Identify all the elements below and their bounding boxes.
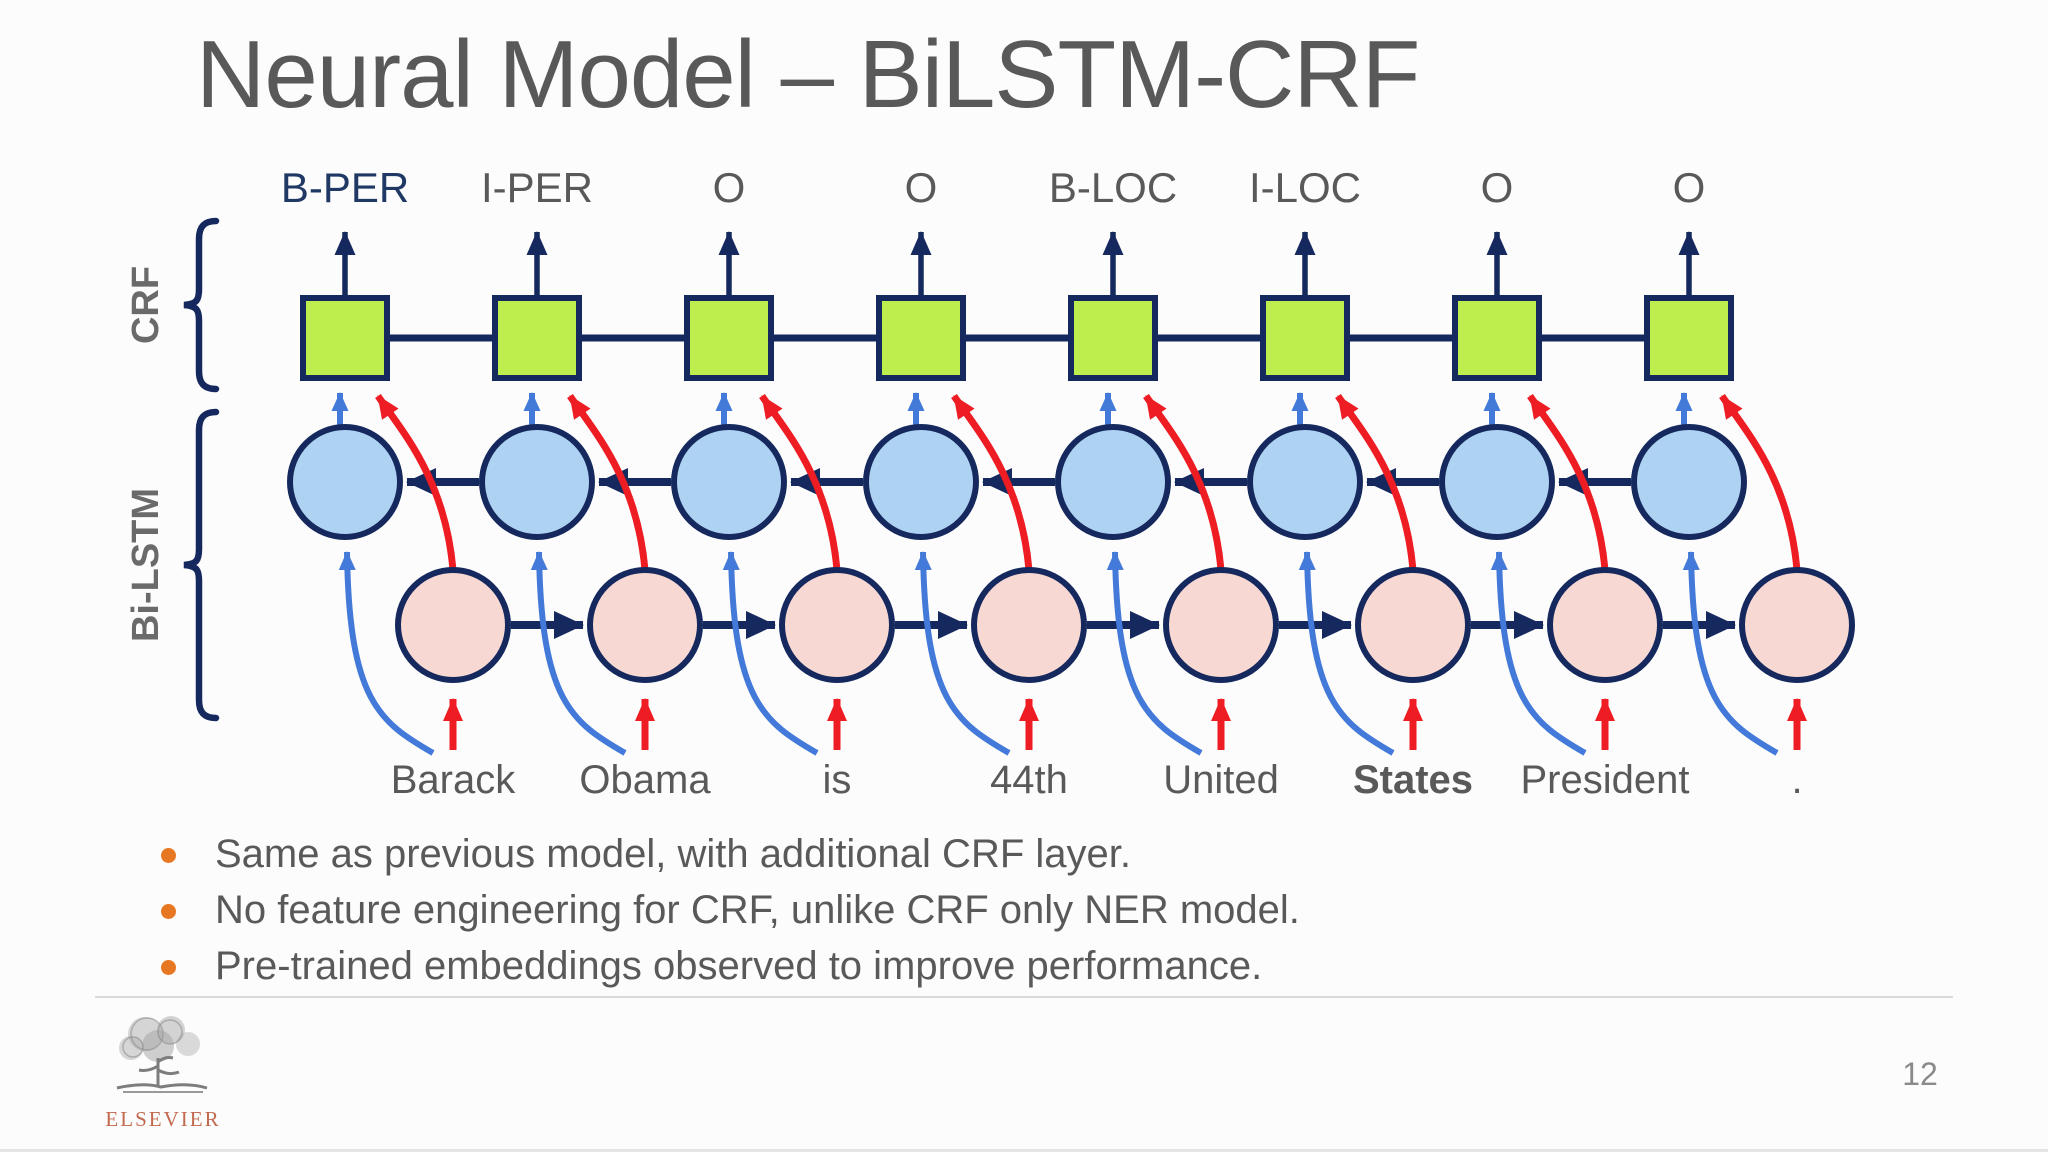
word-to-backward-arrow (914, 551, 1011, 756)
tag-label: B-LOC (1049, 164, 1177, 211)
slide-bottom-edge (0, 1149, 2048, 1152)
bullet-item: No feature engineering for CRF, unlike C… (0, 882, 2048, 938)
bullet-text: Same as previous model, with additional … (215, 832, 1131, 876)
crf-square (1452, 295, 1542, 381)
elsevier-wordmark: ELSEVIER (105, 1107, 221, 1131)
forward-lstm-cell (587, 567, 703, 683)
tag-label: O (1673, 164, 1706, 211)
word-label: United (1163, 758, 1279, 802)
tag-label: O (905, 164, 938, 211)
bullet-list: Same as previous model, with additional … (0, 826, 2048, 994)
word-label: Obama (579, 758, 711, 802)
word-to-backward-arrow (1682, 551, 1779, 756)
crf-square (684, 295, 774, 381)
forward-to-crf-arrow (375, 394, 457, 571)
crf-layer-label: CRF (125, 266, 167, 344)
word-label: 44th (990, 758, 1068, 802)
tag-label: O (713, 164, 746, 211)
crf-square (492, 295, 582, 381)
word-to-backward-arrow (1298, 551, 1395, 756)
bullet-dot-icon (161, 904, 176, 919)
backward-lstm-cell (287, 424, 403, 540)
forward-to-crf-arrow (1527, 394, 1609, 571)
forward-to-crf-arrow (1719, 394, 1801, 571)
word-to-backward-arrow (722, 551, 819, 756)
forward-lstm-cell (395, 567, 511, 683)
forward-lstm-cell (1547, 567, 1663, 683)
word-label: Barack (391, 758, 516, 802)
word-to-backward-arrow (1106, 551, 1203, 756)
forward-lstm-cell (779, 567, 895, 683)
forward-to-crf-arrow (951, 394, 1033, 571)
crf-square (1260, 295, 1350, 381)
crf-square (1644, 295, 1734, 381)
bilstm-bracket (183, 408, 220, 722)
slide-title: Neural Model – BiLSTM-CRF (196, 21, 1420, 128)
word-to-backward-arrow (338, 551, 435, 756)
forward-lstm-cell (1163, 567, 1279, 683)
backward-lstm-cell (1055, 424, 1171, 540)
tag-label: B-PER (281, 164, 409, 211)
forward-lstm-cell (1739, 567, 1855, 683)
bullet-item: Pre-trained embeddings observed to impro… (0, 938, 2048, 994)
forward-to-crf-arrow (567, 394, 649, 571)
tag-label: I-LOC (1249, 164, 1361, 211)
forward-to-crf-arrow (1143, 394, 1225, 571)
word-label: . (1791, 758, 1802, 802)
tag-label: I-PER (481, 164, 593, 211)
crf-square (300, 295, 390, 381)
page-number: 12 (1902, 1056, 1938, 1092)
forward-to-crf-arrow (759, 394, 841, 571)
bilstm-layer-label: Bi-LSTM (125, 488, 167, 642)
word-label: States (1353, 758, 1473, 802)
tag-label: O (1481, 164, 1514, 211)
bullet-item: Same as previous model, with additional … (0, 826, 2048, 882)
backward-lstm-cell (1631, 424, 1747, 540)
bullet-dot-icon (161, 848, 176, 863)
word-to-backward-arrow (530, 551, 627, 756)
bullet-text: Pre-trained embeddings observed to impro… (215, 944, 1263, 988)
footer-divider (95, 996, 1953, 998)
backward-lstm-cell (863, 424, 979, 540)
backward-lstm-cell (1247, 424, 1363, 540)
word-label: is (823, 758, 852, 802)
forward-lstm-cell (971, 567, 1087, 683)
forward-lstm-cell (1355, 567, 1471, 683)
backward-lstm-cell (671, 424, 787, 540)
backward-lstm-cell (479, 424, 595, 540)
word-to-backward-arrow (1490, 551, 1587, 756)
crf-square (1068, 295, 1158, 381)
bullet-text: No feature engineering for CRF, unlike C… (215, 888, 1300, 932)
elsevier-tree-icon (116, 1016, 208, 1093)
word-label: President (1521, 758, 1690, 802)
elsevier-logo: ELSEVIER (98, 1012, 228, 1132)
backward-lstm-cell (1439, 424, 1555, 540)
crf-square (876, 295, 966, 381)
bilstm-crf-diagram: B-PER Barack I-PER Obama Ois O 44th B-LOC United… (125, 164, 1855, 802)
crf-bracket (183, 217, 220, 393)
bullet-dot-icon (161, 960, 176, 975)
forward-to-crf-arrow (1335, 394, 1417, 571)
